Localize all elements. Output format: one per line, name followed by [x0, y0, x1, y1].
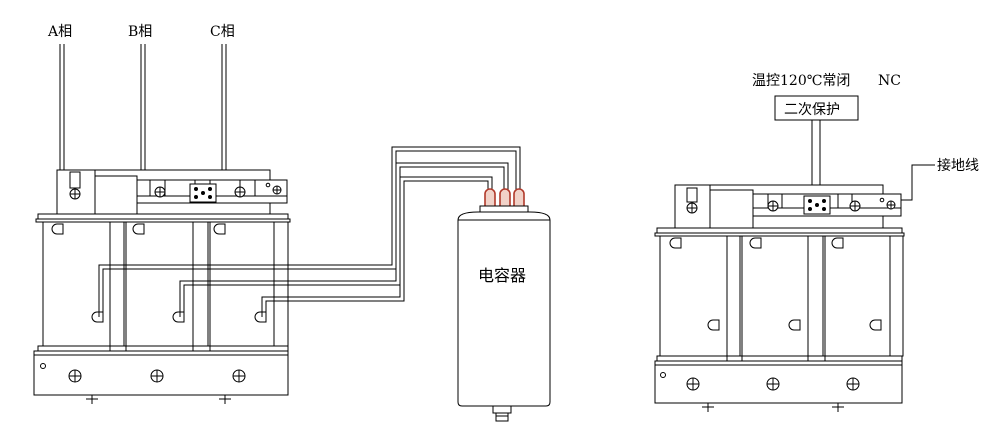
top-plate — [37, 213, 289, 220]
thermostat-label: 温控120℃常闭 — [752, 73, 850, 89]
phase-c-label: C相 — [210, 24, 235, 40]
base-beam-right — [654, 364, 903, 412]
protection-box — [774, 95, 859, 121]
coil-bodies — [42, 221, 289, 347]
capacitor-label: 电容器 — [478, 266, 526, 285]
top-clamp — [56, 169, 288, 215]
phase-a-label: A相 — [47, 24, 72, 40]
left-reactor: A相 B相 C相 — [33, 24, 291, 404]
coil-terminals-right — [669, 237, 882, 331]
phase-b-label: B相 — [128, 24, 152, 40]
coil-terminals — [51, 223, 267, 323]
top-clamp-right — [674, 184, 902, 229]
bottom-plate — [33, 350, 289, 356]
right-reactor: 温控120℃常闭 NC 二次保护 接地线 — [654, 73, 979, 412]
ground-label: 接地线 — [937, 157, 979, 174]
coil-bodies-right — [659, 235, 904, 357]
capacitor-terminals — [484, 188, 525, 209]
capacitor: 电容器 — [457, 188, 551, 422]
protection-label: 二次保护 — [784, 102, 840, 118]
base-beam — [33, 354, 289, 404]
nc-label: NC — [878, 73, 901, 89]
capacitor-wires — [98, 146, 521, 317]
